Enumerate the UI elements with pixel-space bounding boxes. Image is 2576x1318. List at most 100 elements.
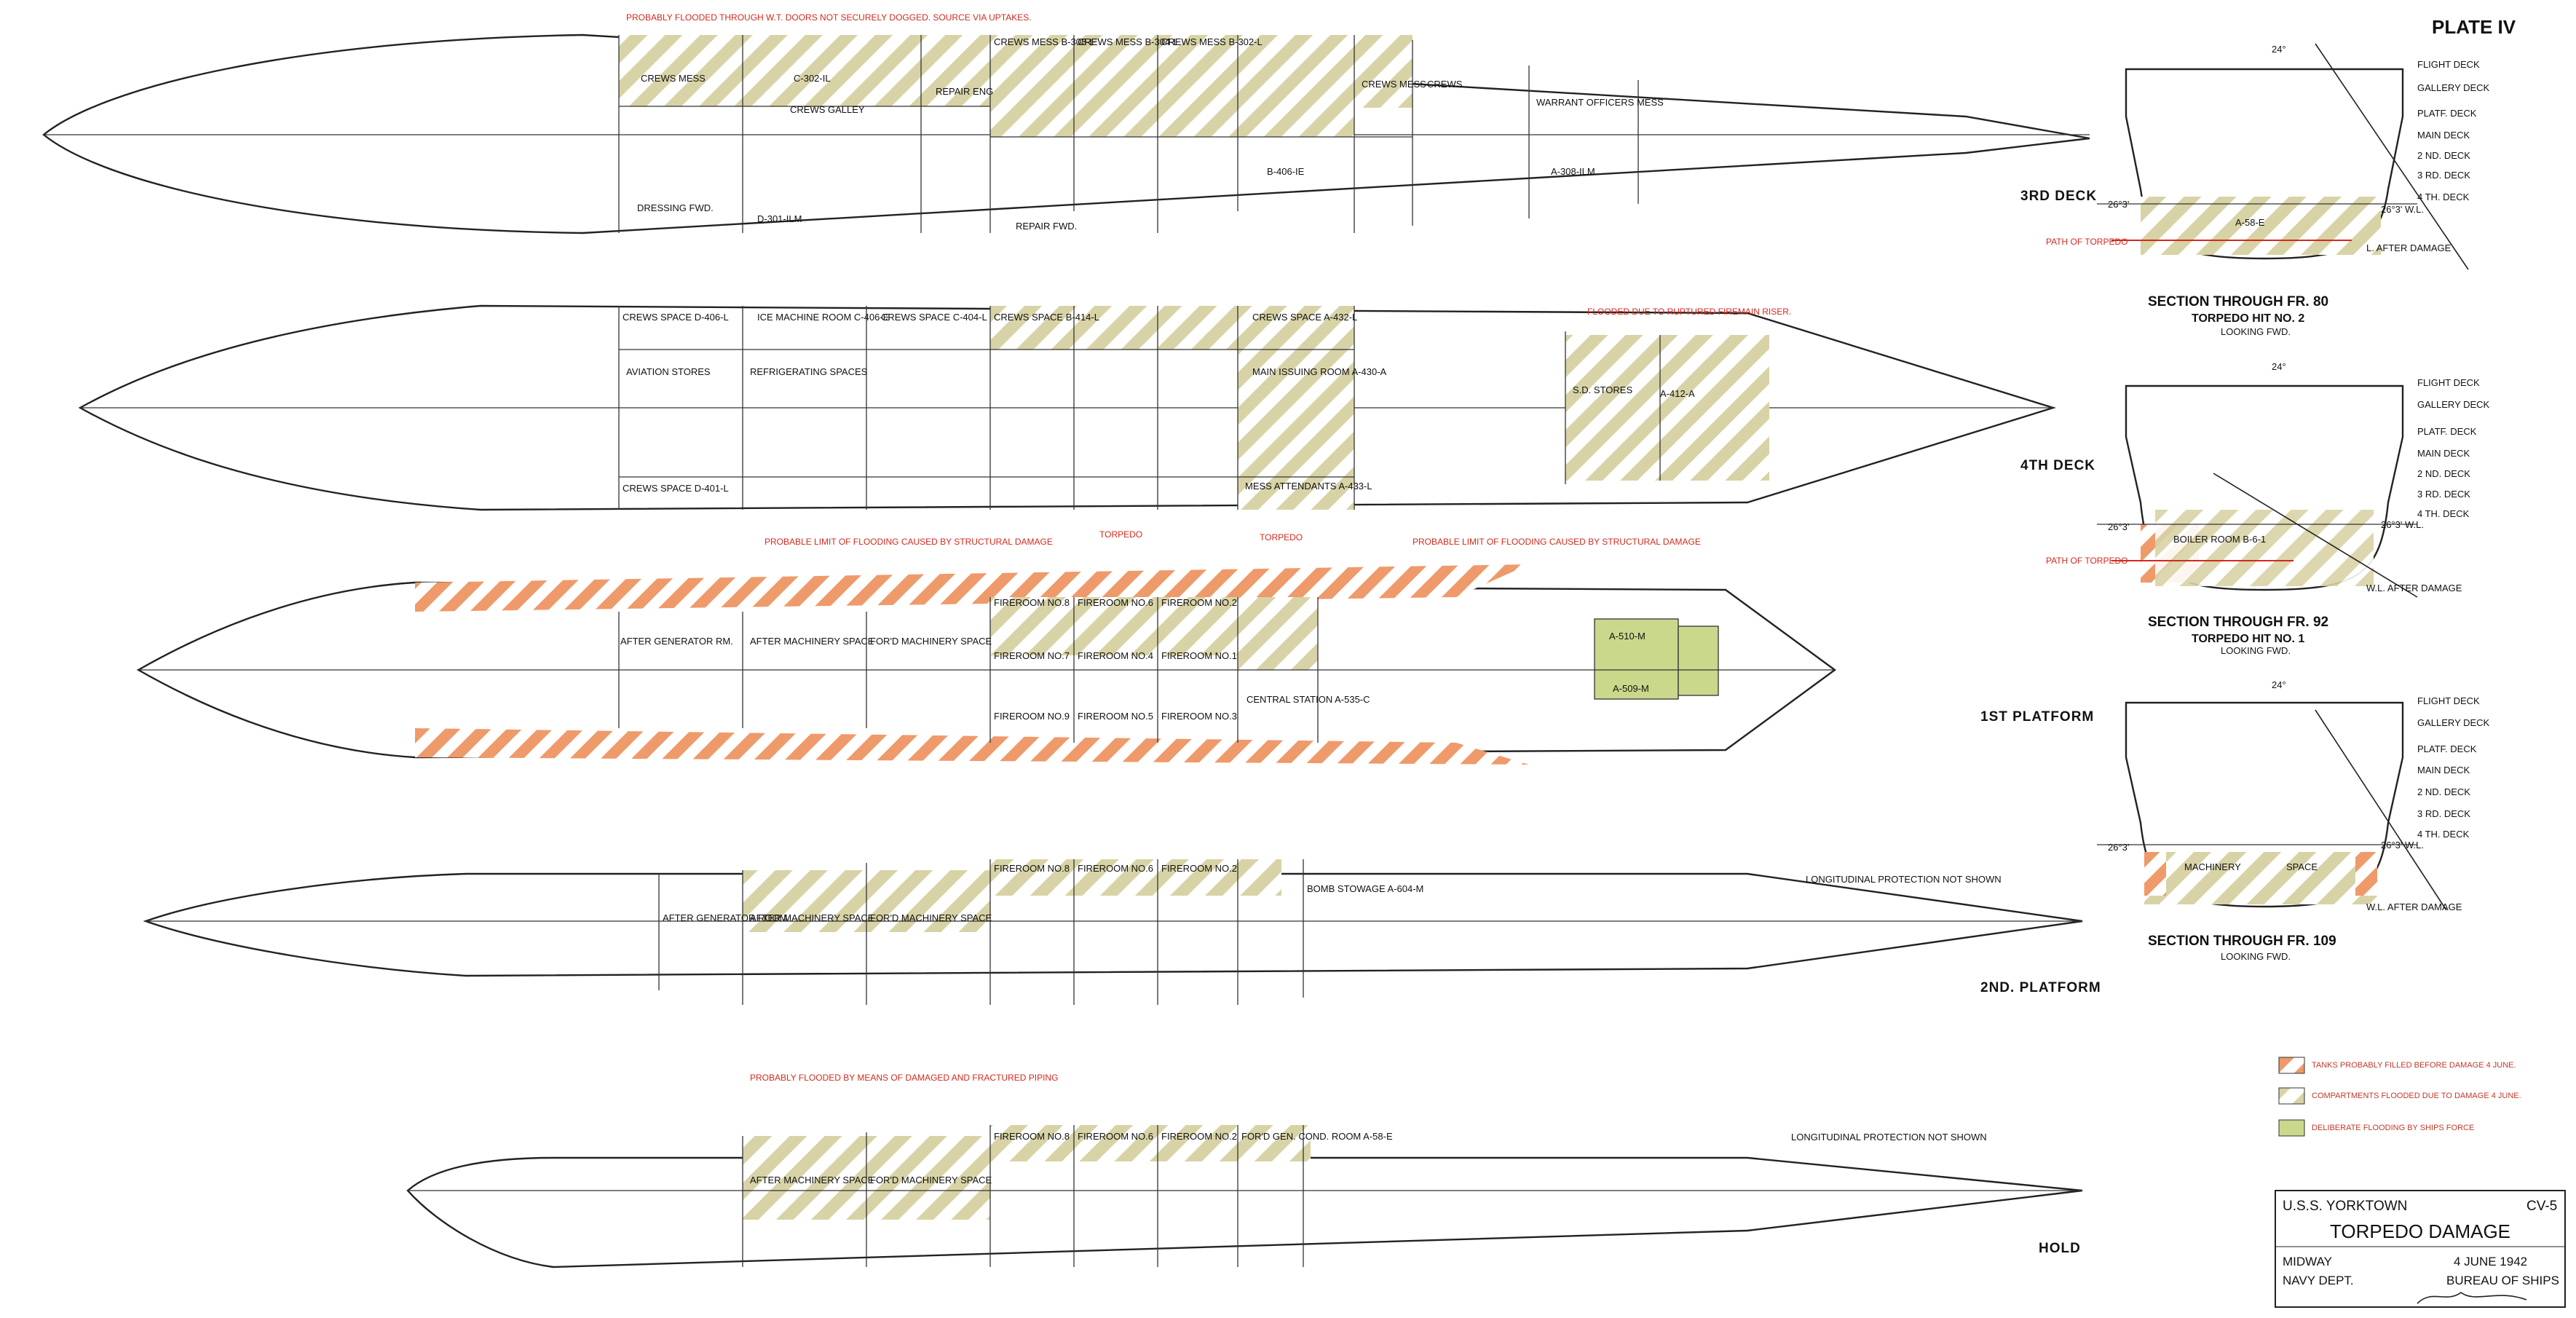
section-fr109-deck-gallery: GALLERY DECK: [2417, 717, 2490, 728]
room-a307: A-308-ILM: [1551, 166, 1595, 177]
section-fr92-title: SECTION THROUGH FR. 92: [2148, 615, 2328, 630]
room-c302: C-302-IL: [794, 73, 831, 84]
section-fr92-deck-platf: PLATF. DECK: [2417, 426, 2477, 437]
title-dept: NAVY DEPT.: [2283, 1274, 2354, 1287]
room-crews-galley: CREWS GALLEY: [790, 104, 865, 115]
title-place: MIDWAY: [2283, 1255, 2332, 1268]
room-2p-fireroom-8: FIREROOM NO.8: [994, 863, 1070, 874]
annotation-longitudinal-1: LONGITUDINAL PROTECTION NOT SHOWN: [1806, 874, 2002, 885]
room-central-station: CENTRAL STATION A-535-C: [1246, 694, 1370, 705]
room-fireroom-5: FIREROOM NO.5: [1078, 711, 1153, 722]
room-2p-bomb-stowage: BOMB STOWAGE A-604-M: [1307, 883, 1423, 894]
room-d401: CREWS SPACE D-401-L: [623, 483, 729, 494]
title-main: TORPEDO DAMAGE: [2330, 1220, 2510, 1242]
room-a432: CREWS SPACE A-432-L: [1252, 312, 1357, 323]
section-fr80-sub: TORPEDO HIT NO. 2: [2192, 312, 2304, 325]
section-fr92-deck-2nd: 2 ND. DECK: [2417, 468, 2470, 479]
room-hold-after-machinery: AFTER MACHINERY SPACE: [750, 1175, 874, 1185]
annotation-fourth-deck: FLOODED DUE TO RUPTURED FIREMAIN RISER.: [1587, 307, 1791, 317]
legend-swatch-tanks: [2278, 1057, 2305, 1074]
section-fr80-room-a58: A-58-E: [2235, 217, 2265, 228]
annotation-limit-fwd: PROBABLE LIMIT OF FLOODING CAUSED BY STR…: [1413, 537, 1701, 547]
room-hold-fireroom-2: FIREROOM NO.2: [1161, 1131, 1237, 1142]
room-b308: CREWS MESS B-308-L: [994, 36, 1095, 47]
room-after-generator: AFTER GENERATOR RM.: [620, 636, 733, 647]
section-fr92-deck-3rd: 3 RD. DECK: [2417, 489, 2470, 500]
room-c404: CREWS SPACE C-404-L: [881, 312, 987, 323]
section-fr109-room-machinery: MACHINERY: [2184, 861, 2241, 872]
deck-label-hold: HOLD: [2039, 1241, 2081, 1256]
section-fr109-deck-platf: PLATF. DECK: [2417, 743, 2477, 754]
room-laundry: REPAIR FWD.: [1016, 221, 1077, 232]
room-after-machinery: AFTER MACHINERY SPACE: [750, 636, 874, 647]
hold-plan: [406, 1125, 2083, 1268]
section-fr92-path: PATH OF TORPEDO: [2046, 556, 2127, 566]
room-2p-fireroom-2: FIREROOM NO.2: [1161, 863, 1237, 874]
fourth-deck-plan: [78, 304, 2057, 511]
room-fireroom-1: FIREROOM NO.1: [1161, 650, 1237, 661]
room-sd-stores: A-412-A: [1660, 388, 1695, 399]
section-fr92-looking: LOOKING FWD.: [2221, 645, 2291, 656]
section-fr109-wl: 26°3' W.L.: [2381, 840, 2424, 851]
room-2p-fireroom-6: FIREROOM NO.6: [1078, 863, 1153, 874]
section-fr109-deck-4th: 4 TH. DECK: [2417, 829, 2470, 840]
section-fr80-deck-flight: FLIGHT DECK: [2417, 59, 2480, 70]
room-hold-fireroom-6: FIREROOM NO.6: [1078, 1131, 1153, 1142]
section-fr80-heel: 26°3': [2108, 199, 2129, 210]
room-fireroom-4: FIREROOM NO.4: [1078, 650, 1153, 661]
room-aviation-stores: AVIATION STORES: [626, 366, 711, 377]
section-fr92-angle: 24°: [2272, 361, 2286, 372]
annotation-torpedo-2: TORPEDO: [1260, 532, 1303, 542]
signature-mark: [2417, 1292, 2527, 1304]
room-2p-after-generator: AFTER GENERATOR ROOM: [663, 912, 787, 923]
legend-swatch-deliberate: [2278, 1119, 2305, 1137]
section-fr80-deck-main: MAIN DECK: [2417, 130, 2470, 141]
section-fr80-wl: 26°3' W.L.: [2381, 204, 2424, 215]
room-a509: A-509-M: [1613, 683, 1649, 694]
section-fr109: [2097, 701, 2447, 911]
room-a510: A-510-M: [1609, 631, 1645, 642]
section-fr80: [2097, 43, 2469, 270]
room-main-issuing: MAIN ISSUING ROOM A-430-A: [1252, 366, 1387, 377]
section-fr109-deck-3rd: 3 RD. DECK: [2417, 808, 2470, 819]
room-b414: CREWS SPACE B-414-L: [994, 312, 1099, 323]
section-fr92-deck-gallery: GALLERY DECK: [2417, 399, 2490, 410]
legend-swatch-flooded: [2278, 1087, 2305, 1105]
room-mess-attendants: MESS ATTENDANTS A-433-L: [1245, 481, 1372, 492]
section-fr109-deck-flight: FLIGHT DECK: [2417, 695, 2480, 706]
section-fr109-angle: 24°: [2272, 679, 2286, 690]
room-wardroom: WARRANT OFFICERS MESS: [1536, 97, 1664, 108]
room-hold-fireroom-8: FIREROOM NO.8: [994, 1131, 1070, 1142]
room-fireroom-6: FIREROOM NO.6: [1078, 597, 1153, 608]
section-fr109-title: SECTION THROUGH FR. 109: [2148, 934, 2336, 949]
legend-label-tanks: TANKS PROBABLY FILLED BEFORE DAMAGE 4 JU…: [2312, 1061, 2516, 1070]
section-fr80-looking: LOOKING FWD.: [2221, 326, 2291, 337]
section-fr92-deck-flight: FLIGHT DECK: [2417, 377, 2480, 388]
section-fr109-deck-2nd: 2 ND. DECK: [2417, 786, 2470, 797]
room-2p-fwd-machinery: FOR'D MACHINERY SPACE: [870, 912, 992, 923]
annotation-limit-aft: PROBABLE LIMIT OF FLOODING CAUSED BY STR…: [764, 537, 1053, 547]
section-fr80-title: SECTION THROUGH FR. 80: [2148, 294, 2328, 309]
legend: [2278, 1057, 2305, 1137]
section-fr80-deck-platf: PLATF. DECK: [2417, 108, 2477, 119]
deck-label-second-platform: 2ND. PLATFORM: [1980, 980, 2101, 995]
section-fr109-heel: 26°3': [2108, 842, 2129, 853]
room-d406: CREWS SPACE D-406-L: [623, 312, 729, 323]
room-fireroom-9: FIREROOM NO.9: [994, 711, 1070, 722]
room-crews-mess-fwd: CREWS MESS: [1362, 79, 1426, 90]
room-ships-store: S.D. STORES: [1573, 384, 1632, 395]
first-platform-plan: [136, 564, 1837, 765]
room-c406: ICE MACHINE ROOM C-406-E: [757, 312, 890, 323]
room-refrig: REFRIGERATING SPACES: [750, 366, 868, 377]
room-a310: B-406-IE: [1267, 166, 1305, 177]
room-warrant: CREWS: [1427, 79, 1463, 90]
room-hold-fwd-gen: FOR'D GEN. COND. ROOM A-58-E: [1241, 1131, 1393, 1142]
section-fr92-heel: 26°3': [2108, 521, 2129, 532]
section-fr109-deck-main: MAIN DECK: [2417, 765, 2470, 776]
section-fr92-room-b6: BOILER ROOM B-6-1: [2173, 534, 2266, 545]
room-d301: DRESSING FWD.: [637, 202, 714, 213]
title-ship: U.S.S. YORKTOWN: [2283, 1199, 2407, 1214]
section-fr80-damage: L. AFTER DAMAGE: [2366, 242, 2451, 253]
room-crews-mess-aft: CREWS MESS: [641, 73, 706, 84]
